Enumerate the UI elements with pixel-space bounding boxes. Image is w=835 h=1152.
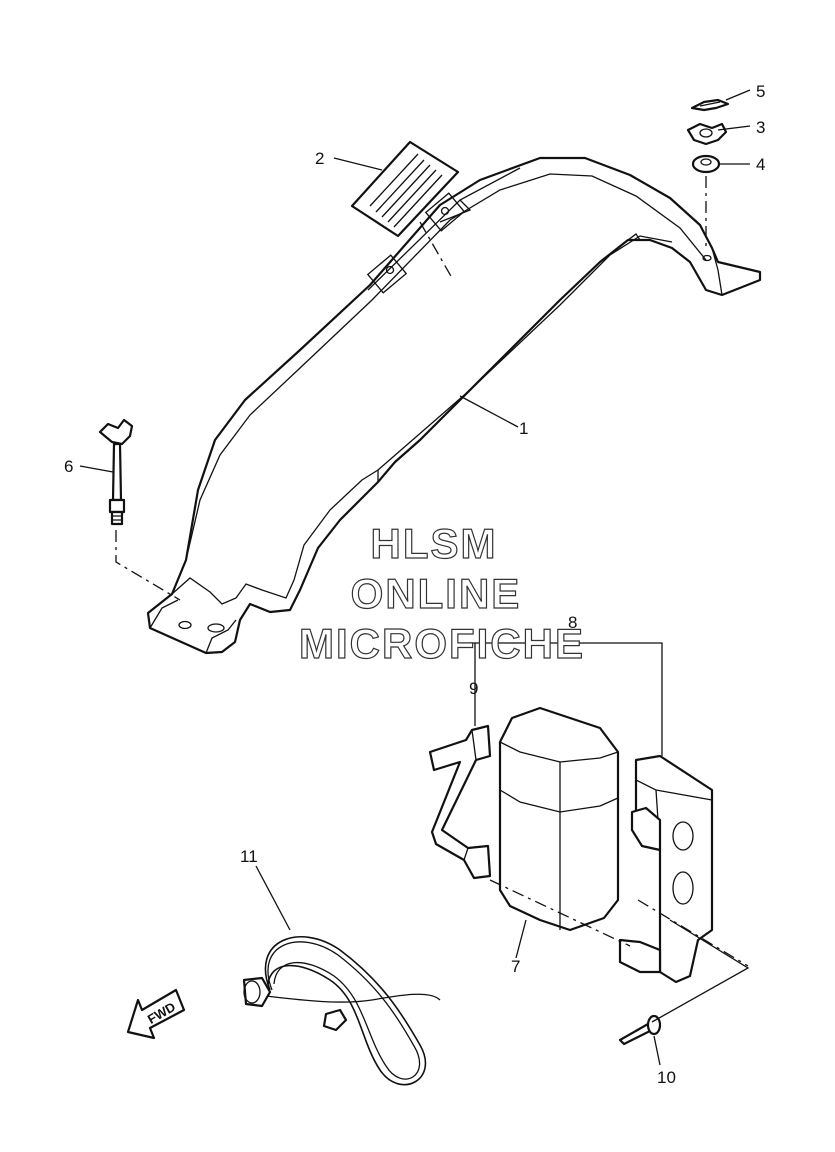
forward-direction-arrow: FWD	[126, 988, 186, 1040]
callout-labels: 1 2 3 4 5 6 7 8 9 10 11	[64, 82, 765, 1087]
battery-holder	[470, 642, 714, 984]
rear-fender	[146, 156, 762, 655]
washer	[691, 154, 721, 250]
rivet	[489, 879, 750, 1046]
wing-bolt	[98, 418, 181, 601]
wire-lead	[242, 936, 441, 1086]
watermark-line-1: HLSM	[371, 520, 498, 567]
watermark-line-3: MICROFICHE	[299, 620, 585, 667]
callout-2: 2	[315, 149, 324, 168]
leader-lines	[79, 89, 751, 1066]
watermark: HLSM ONLINE MICROFICHE	[298, 519, 585, 667]
battery-strap	[428, 643, 492, 880]
watermark-line-2: ONLINE	[351, 570, 522, 617]
callout-11: 11	[240, 847, 258, 866]
callout-4: 4	[756, 155, 765, 174]
clip	[690, 98, 730, 112]
callout-1: 1	[519, 419, 528, 438]
callout-6: 6	[64, 457, 73, 476]
label-plate	[350, 140, 460, 279]
battery	[498, 706, 620, 932]
callout-9: 9	[469, 679, 478, 698]
callout-8: 8	[568, 613, 577, 632]
callout-10: 10	[657, 1068, 676, 1087]
wing-nut	[686, 122, 728, 146]
callout-7: 7	[511, 957, 520, 976]
callout-3: 3	[756, 118, 765, 137]
callout-5: 5	[756, 82, 765, 101]
